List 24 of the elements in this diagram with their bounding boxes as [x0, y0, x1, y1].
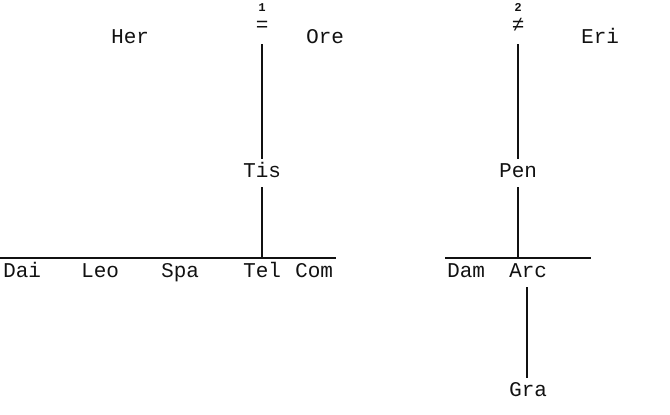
- name-label: Eri: [578, 27, 622, 51]
- name-label: Dam: [444, 261, 488, 285]
- name-label: Pen: [496, 161, 540, 185]
- name-label: Leo: [78, 261, 122, 285]
- name-label: Gra: [506, 380, 550, 404]
- sibling-line: [445, 257, 591, 259]
- marriage-number: 2: [513, 2, 523, 15]
- name-label: Com: [290, 261, 338, 285]
- marriage-sign: ≠: [510, 15, 526, 39]
- name-label: Tel: [240, 261, 284, 285]
- name-label: Tis: [240, 161, 284, 185]
- name-label: Arc: [506, 261, 550, 285]
- marriage-number: 1: [257, 2, 267, 15]
- name-label: Her: [108, 27, 152, 51]
- marriage-sign: =: [254, 15, 270, 39]
- connector-line: [517, 44, 519, 159]
- name-label: Ore: [303, 27, 347, 51]
- connector-line: [261, 44, 263, 159]
- name-label: Dai: [0, 261, 44, 285]
- connector-line: [261, 187, 263, 257]
- sibling-line: [0, 257, 336, 259]
- connector-line: [526, 287, 528, 378]
- name-label: Spa: [158, 261, 202, 285]
- connector-line: [517, 187, 519, 257]
